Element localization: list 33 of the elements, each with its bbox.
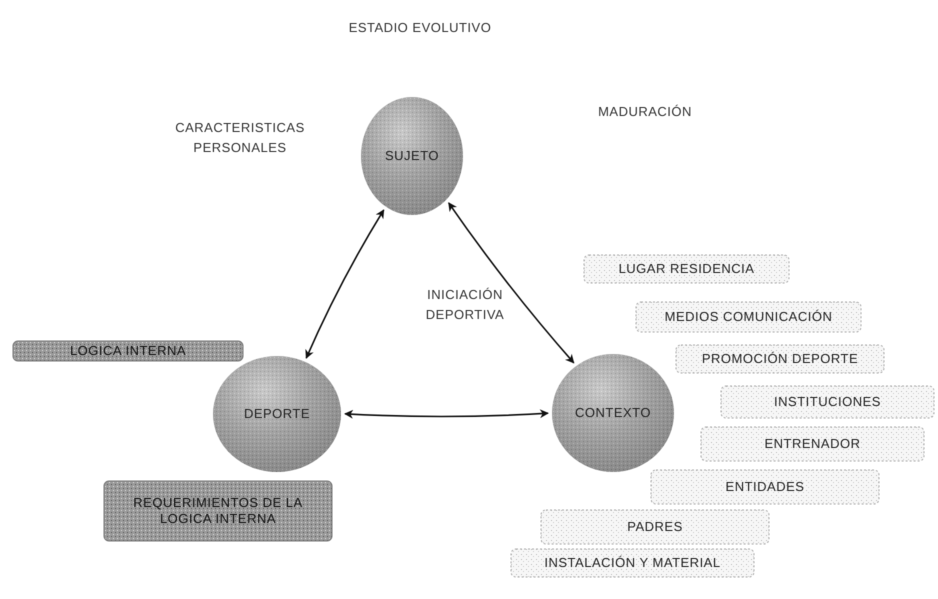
node-label: ENTRENADOR [764, 436, 860, 452]
dark-text-box [103, 480, 333, 542]
node-label: LUGAR RESIDENCIA [618, 260, 754, 278]
node-label: CONTEXTO [575, 404, 651, 422]
node-label: REQUERIMIENTOS DE LA LOGICA INTERNA [132, 494, 304, 528]
node-label: SUJETO [384, 148, 440, 164]
double-arrow [344, 409, 549, 419]
dotted-text-box [510, 548, 755, 578]
dotted-text-box [583, 254, 790, 284]
node-label: PROMOCIÓN DEPORTE [702, 350, 858, 368]
double-arrow [305, 209, 384, 359]
node-label: INSTITUCIONES [774, 394, 881, 410]
dark-text-box [12, 340, 244, 362]
node-label: MEDIOS COMUNICACIÓN [664, 308, 832, 326]
text-label: MADURACIÓN [597, 103, 693, 121]
node-label: PADRES [627, 518, 683, 536]
dotted-text-box [540, 509, 770, 545]
sphere-node [360, 96, 464, 216]
text-label: INICIACIÓN DEPORTIVA [424, 286, 506, 324]
node-label: LOGICA INTERNA [68, 342, 188, 360]
text-label: CARACTERISTICAS PERSONALES [174, 119, 306, 156]
text-label: ESTADIO EVOLUTIVO [348, 19, 492, 37]
node-label: DEPORTE [244, 406, 310, 422]
dotted-text-box [635, 301, 862, 333]
dotted-text-box [700, 426, 925, 462]
dotted-text-box [675, 344, 885, 374]
dotted-text-box [650, 469, 880, 505]
sphere-node [212, 355, 342, 473]
double-arrow [448, 202, 574, 364]
dotted-text-box [720, 385, 935, 419]
node-label: ENTIDADES [726, 478, 804, 496]
sphere-node [551, 353, 675, 473]
node-label: INSTALACIÓN Y MATERIAL [544, 554, 721, 572]
